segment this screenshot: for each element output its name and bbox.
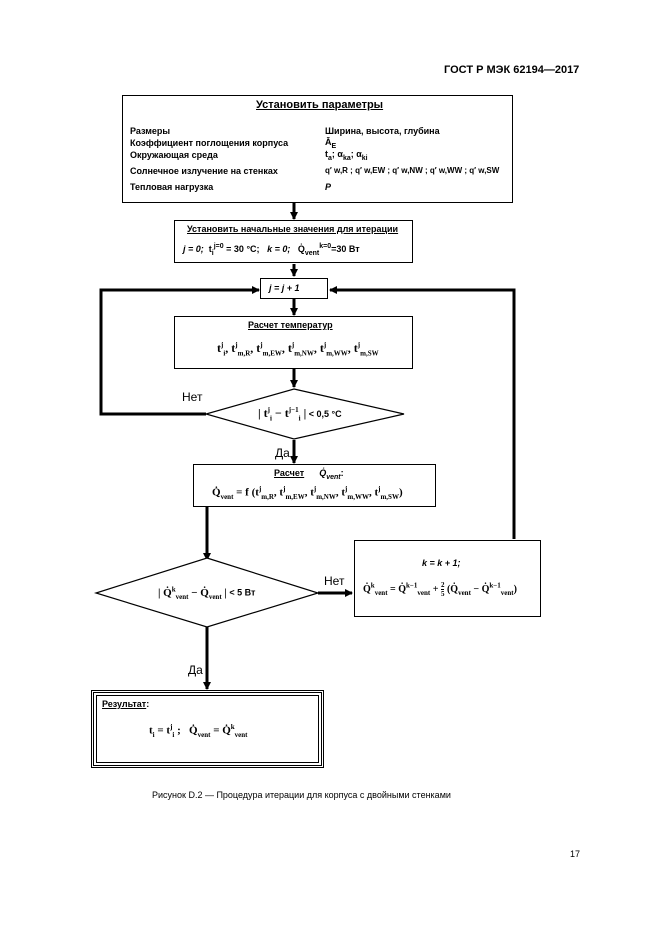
param-value-absorption: ĀE — [325, 137, 337, 150]
decision1-diamond — [203, 388, 405, 440]
result-title: Результат: — [102, 699, 150, 709]
vent-calc-title: Расчет Q̇vent: — [274, 468, 344, 481]
loop-no-decision1 — [99, 286, 260, 416]
param-label-absorption: Коэффициент поглощения корпуса — [130, 138, 289, 148]
decision1-condition: | tji − tj−1i | < 0,5 °C — [258, 406, 342, 423]
param-label-ambient: Окружающая среда — [130, 150, 218, 160]
param-label-size: Размеры — [130, 126, 171, 136]
init-values: j = 0; tij=0 = 30 °C; k = 0; Q̇ventk=0=3… — [183, 243, 360, 257]
decision2-no-label: Нет — [324, 574, 345, 588]
increment-j-box: j = j + 1 — [260, 278, 328, 299]
param-label-solar: Солнечное излучение на стенках — [130, 166, 278, 176]
init-box: Установить начальные значения для итерац… — [174, 220, 413, 263]
page-number: 17 — [570, 849, 581, 859]
standard-header: ГОСТ Р МЭК 62194—2017 — [444, 64, 580, 76]
param-label-heat-load: Тепловая нагрузка — [130, 182, 214, 192]
param-value-size: Ширина, высота, глубина — [325, 126, 440, 136]
loop-k-to-j — [329, 286, 516, 539]
param-value-ambient: ta; αka; αki — [325, 149, 368, 162]
decision1-no-label: Нет — [182, 390, 203, 404]
decision2-yes-label: Да — [188, 663, 203, 677]
result-box: Результат: ti = tji ; Q̇vent = Q̇kvent — [91, 690, 324, 768]
params-box: Установить параметры Размеры Ширина, выс… — [122, 95, 513, 203]
temp-calc-formula: tji, tjm,R, tjm,EW, tjm,NW, tjm,WW, tjm,… — [217, 341, 379, 358]
k-increment-line: k = k + 1; — [422, 558, 461, 568]
vent-calc-box: Расчет Q̇vent: Q̇vent = f (tjm,R, tjm,EW… — [193, 464, 436, 507]
decision1-yes-label: Да — [275, 446, 290, 460]
decision2-diamond — [93, 557, 321, 628]
temp-calc-title: Расчет температур — [248, 320, 333, 330]
params-title: Установить параметры — [256, 99, 384, 111]
result-formula: ti = tji ; Q̇vent = Q̇kvent — [149, 723, 248, 739]
figure-caption: Рисунок D.2 — Процедура итерации для кор… — [152, 790, 451, 800]
increment-j-label: j = j + 1 — [269, 283, 300, 293]
temp-calc-box: Расчет температур tji, tjm,R, tjm,EW, tj… — [174, 316, 413, 369]
init-title: Установить начальные значения для итерац… — [187, 224, 399, 234]
param-value-heat-load: P — [325, 182, 332, 192]
vent-calc-formula: Q̇vent = f (tjm,R, tjm,EW, tjm,NW, tjm,W… — [212, 485, 403, 501]
decision2-condition: | Q̇kvent − Q̇vent | < 5 Вт — [158, 585, 256, 601]
param-value-solar: q′ w,R ; q′ w,EW ; q′ w,NW ; q′ w,WW ; q… — [325, 166, 500, 175]
